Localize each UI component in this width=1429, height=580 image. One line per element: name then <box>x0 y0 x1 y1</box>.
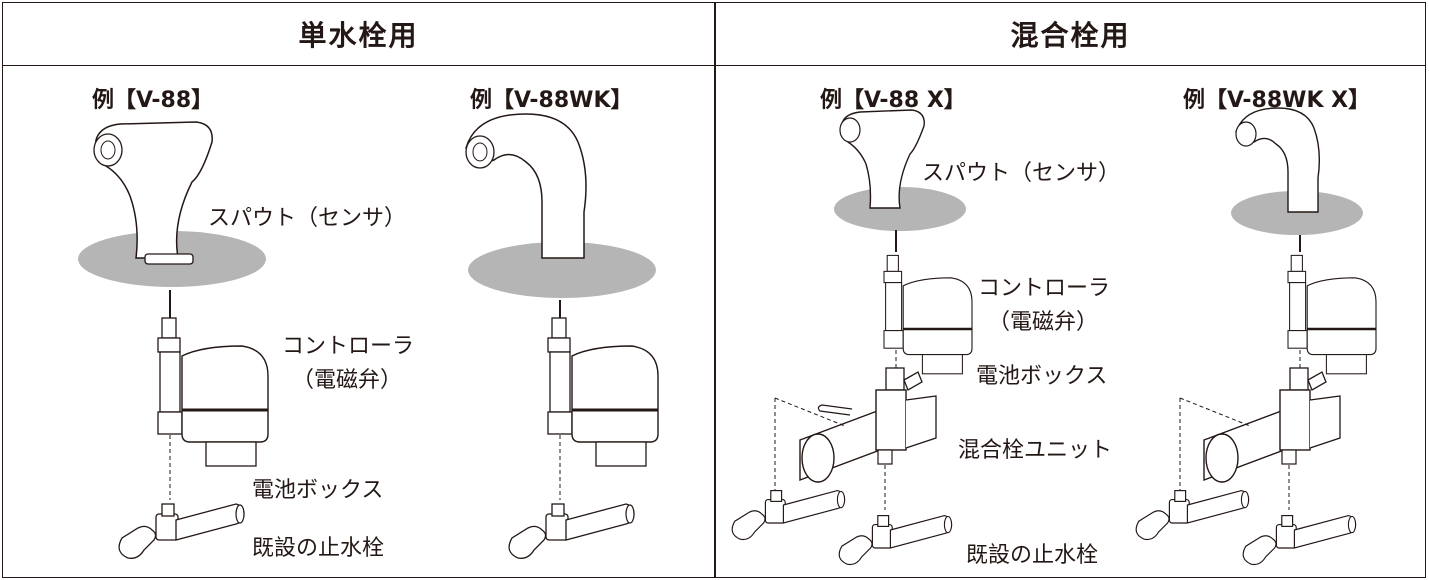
label-controller-mixing-line2: （電磁弁） <box>987 310 1098 335</box>
label-controller-single-line1: コントローラ <box>282 334 415 359</box>
model-label-v88x: 例【V-88 X】 <box>820 88 966 113</box>
label-controller-single-line2: （電磁弁） <box>291 368 402 393</box>
header-single-faucet: 単水栓用 <box>2 2 715 66</box>
label-stopvalve-mixing: 既設の止水栓 <box>966 543 1099 568</box>
model-label-v88wk: 例【V-88WK】 <box>470 88 633 113</box>
label-battery-single: 電池ボックス <box>252 478 384 503</box>
label-battery-mixing: 電池ボックス <box>976 364 1108 389</box>
header-mixing-faucet: 混合栓用 <box>715 2 1426 66</box>
label-spout-mixing: スパウト（センサ） <box>922 161 1121 186</box>
label-stopvalve-single: 既設の止水栓 <box>252 536 385 561</box>
label-mixing-unit: 混合栓ユニット <box>958 438 1113 463</box>
label-controller-mixing-line1: コントローラ <box>978 276 1111 301</box>
label-spout-single: スパウト（センサ） <box>208 206 407 231</box>
column-divider <box>714 2 716 578</box>
model-label-v88: 例【V-88】 <box>92 88 214 113</box>
